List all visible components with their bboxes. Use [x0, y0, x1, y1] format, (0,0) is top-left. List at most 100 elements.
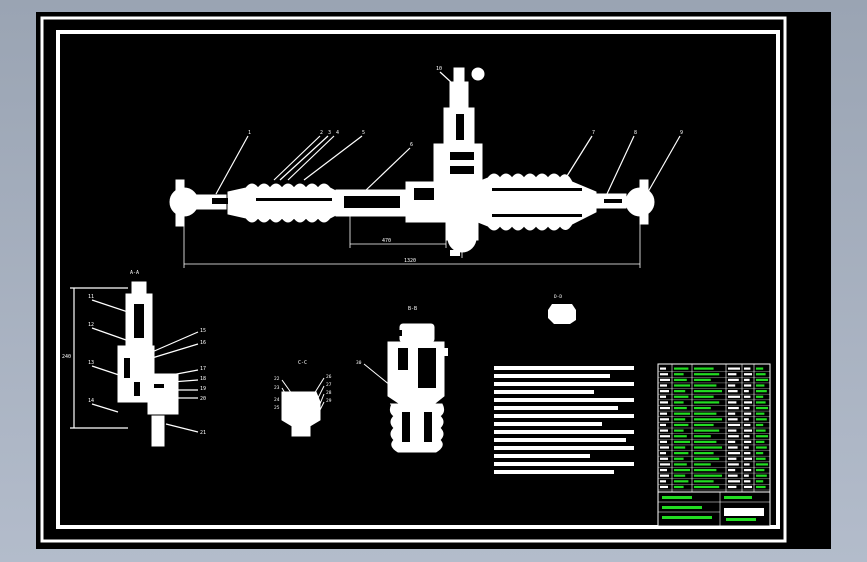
- parts-row-cell: [728, 429, 737, 432]
- parts-row-cell: [660, 463, 670, 466]
- parts-row-cell: [674, 485, 684, 489]
- parts-row-cell: [674, 418, 686, 421]
- parts-row-cell: [674, 480, 689, 483]
- parts-row-cell: [660, 395, 666, 398]
- assembly-drawing: 1 2 3 4 5 6 7 8 9 10: [40, 16, 787, 543]
- parts-row-cell: [674, 457, 684, 460]
- parts-row-cell: [660, 440, 667, 443]
- parts-row-cell: [756, 395, 764, 398]
- balloon-30: 30: [356, 360, 362, 366]
- parts-row-cell: [728, 463, 739, 466]
- parts-row-cell: [744, 485, 752, 489]
- parts-row-cell: [674, 463, 687, 466]
- parts-row-cell: [756, 480, 764, 483]
- dim-overall-length: 1320: [404, 258, 416, 264]
- balloon-27: 27: [326, 382, 332, 388]
- parts-row-cell: [728, 440, 736, 443]
- parts-row-cell: [694, 457, 720, 460]
- view-k-label: K-K: [554, 334, 562, 339]
- dim-rack-stroke: 470: [382, 238, 391, 244]
- parts-row-cell: [674, 378, 687, 381]
- parts-row-cell: [674, 412, 690, 415]
- balloon-20: 20: [200, 396, 206, 402]
- main-assembly-details: [212, 114, 622, 217]
- balloon-1: 1: [248, 130, 251, 136]
- balloon-17: 17: [200, 366, 206, 372]
- section-a-label: A-A: [130, 270, 139, 276]
- parts-row-cell: [756, 446, 767, 449]
- balloon-14: 14: [88, 398, 94, 404]
- parts-row-cell: [728, 395, 740, 398]
- parts-row-cell: [756, 429, 766, 432]
- parts-row-cell: [660, 452, 666, 455]
- balloon-4: 4: [336, 130, 339, 136]
- section-c-label: C-C: [298, 360, 307, 366]
- parts-row-cell: [728, 435, 739, 438]
- balloon-21: 21: [200, 430, 206, 436]
- parts-row-cell: [744, 429, 752, 432]
- parts-row-cell: [744, 435, 750, 438]
- parts-row-cell: [694, 468, 717, 472]
- balloon-18: 18: [200, 376, 206, 382]
- main-dimensions: [183, 216, 641, 268]
- main-dimension-text: 1320 470: [382, 238, 416, 264]
- section-c-balloons: 22 23 24 25 26 27 28 29: [274, 374, 332, 411]
- parts-row-cell: [694, 485, 720, 489]
- parts-row-cell: [694, 435, 711, 438]
- parts-row-cell: [694, 384, 717, 387]
- section-c-view: [281, 391, 321, 437]
- parts-row-cell: [744, 412, 752, 415]
- parts-row-cell: [744, 474, 749, 477]
- title-block: [657, 491, 771, 527]
- inner-frame: [56, 30, 780, 529]
- parts-row-cell: [694, 480, 714, 483]
- parts-row-cell: [756, 440, 765, 443]
- side-section-balloons: 240 11 12 13 14 15 16 17 18 19 20 21: [62, 294, 206, 436]
- balloon-26: 26: [326, 374, 332, 380]
- parts-row-cell: [694, 367, 714, 370]
- balloon-7: 7: [592, 130, 595, 136]
- side-section-details: [124, 304, 164, 396]
- balloon-8: 8: [634, 130, 637, 136]
- parts-row-cell: [756, 474, 767, 477]
- parts-row-cell: [660, 457, 668, 460]
- parts-row-cell: [660, 406, 670, 410]
- section-d-label: D-D: [554, 294, 562, 300]
- parts-row-cell: [694, 429, 720, 432]
- parts-row-cell: [694, 401, 720, 404]
- parts-row-cell: [660, 401, 668, 404]
- parts-row-cell: [744, 378, 750, 381]
- parts-row-cell: [694, 440, 717, 443]
- parts-row-cell: [744, 367, 751, 370]
- balloon-2: 2: [320, 130, 323, 136]
- parts-row-cell: [728, 373, 737, 376]
- parts-row-cell: [660, 468, 667, 472]
- parts-row-cell: [756, 378, 768, 381]
- balloon-24: 24: [274, 397, 280, 403]
- parts-row-cell: [744, 406, 750, 410]
- parts-row-cell: [728, 418, 738, 421]
- parts-row-cell: [756, 406, 768, 410]
- parts-row-cell: [694, 418, 722, 421]
- balloon-6: 6: [410, 142, 413, 148]
- parts-row-cell: [660, 435, 670, 438]
- parts-row-cell: [694, 406, 711, 410]
- section-b-marker: [438, 348, 448, 356]
- parts-row-cell: [744, 463, 750, 466]
- balloon-16: 16: [200, 340, 206, 346]
- parts-row-cell: [744, 418, 749, 421]
- section-b-details: [396, 330, 436, 442]
- parts-row-cell: [660, 384, 667, 387]
- balloon-10: 10: [436, 66, 442, 72]
- parts-row-cell: [744, 373, 752, 376]
- parts-row-cell: [744, 446, 749, 449]
- parts-row-cell: [660, 378, 670, 381]
- drawing-canvas[interactable]: 1 2 3 4 5 6 7 8 9 10: [36, 12, 831, 549]
- balloon-22: 22: [274, 376, 280, 382]
- parts-row-cell: [660, 373, 668, 376]
- parts-row-cell: [660, 429, 668, 432]
- parts-row-cell: [660, 446, 669, 449]
- parts-row-cell: [744, 390, 749, 393]
- parts-row-cell: [756, 373, 766, 376]
